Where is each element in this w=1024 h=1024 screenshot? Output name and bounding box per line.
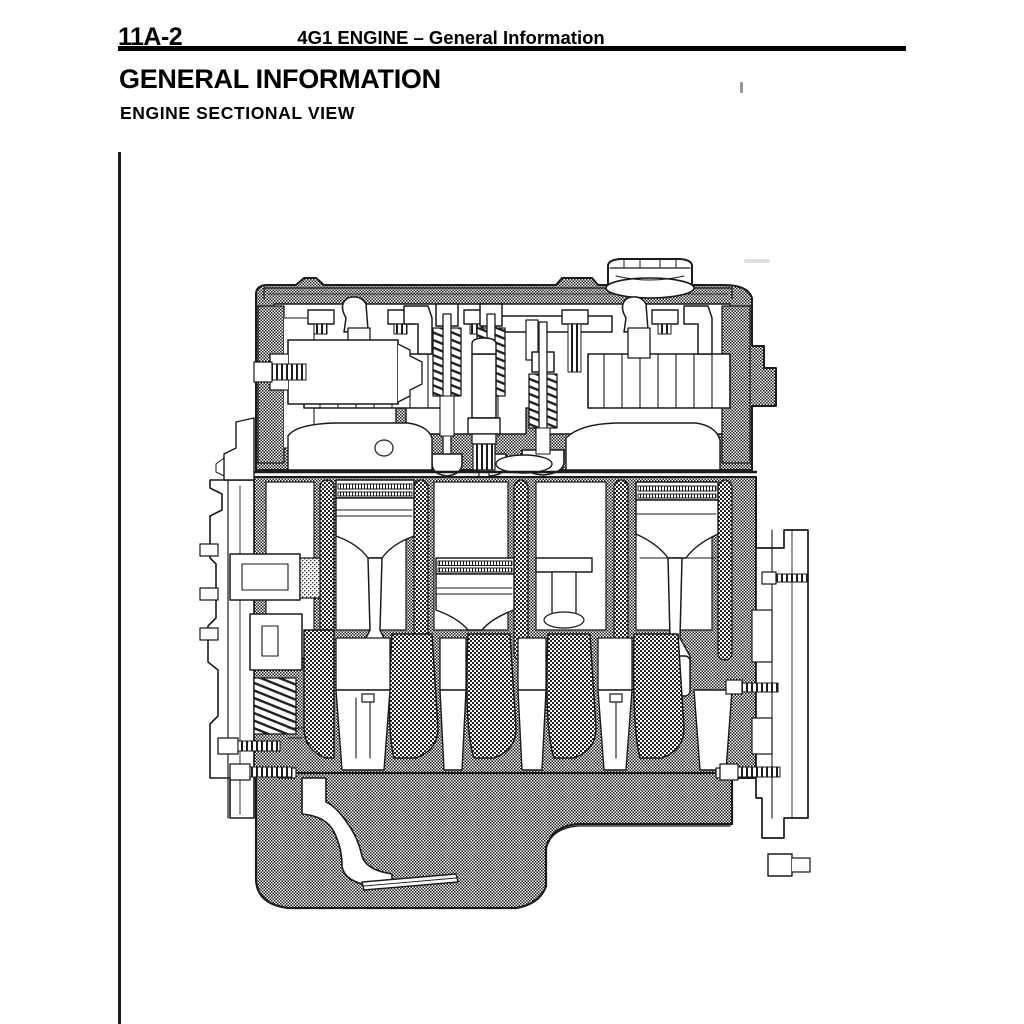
piston [635,481,719,697]
scan-speck [744,259,770,263]
cam-sprocket-housing [253,339,423,405]
flywheel-housing-flange [719,529,811,877]
cylinder-bore-walls [319,479,733,661]
scan-speck [740,82,743,93]
crankshaft [303,629,685,759]
piston-pin [535,557,593,629]
engine-cross-section-drawing [199,258,811,910]
header-rule [118,46,906,51]
main-bearing-caps [335,689,733,771]
section-detail-lines [287,509,717,739]
crank-sprocket [249,613,303,735]
margin-rule [118,152,121,1024]
page-title: GENERAL INFORMATION [119,64,441,94]
engine-sectional-view-figure [196,258,826,958]
spark-plug [467,337,501,483]
water-pump [229,553,321,601]
timing-cover-assembly [199,417,321,819]
flange-bolt [719,571,809,781]
oil-pan [254,767,735,910]
front-cover-bolt [199,543,219,641]
oil-filler-cap [605,258,695,299]
block-bolt [217,737,293,781]
running-head: 4G1 ENGINE – General Information [297,27,605,48]
sub-heading: ENGINE SECTIONAL VIEW [120,103,355,123]
